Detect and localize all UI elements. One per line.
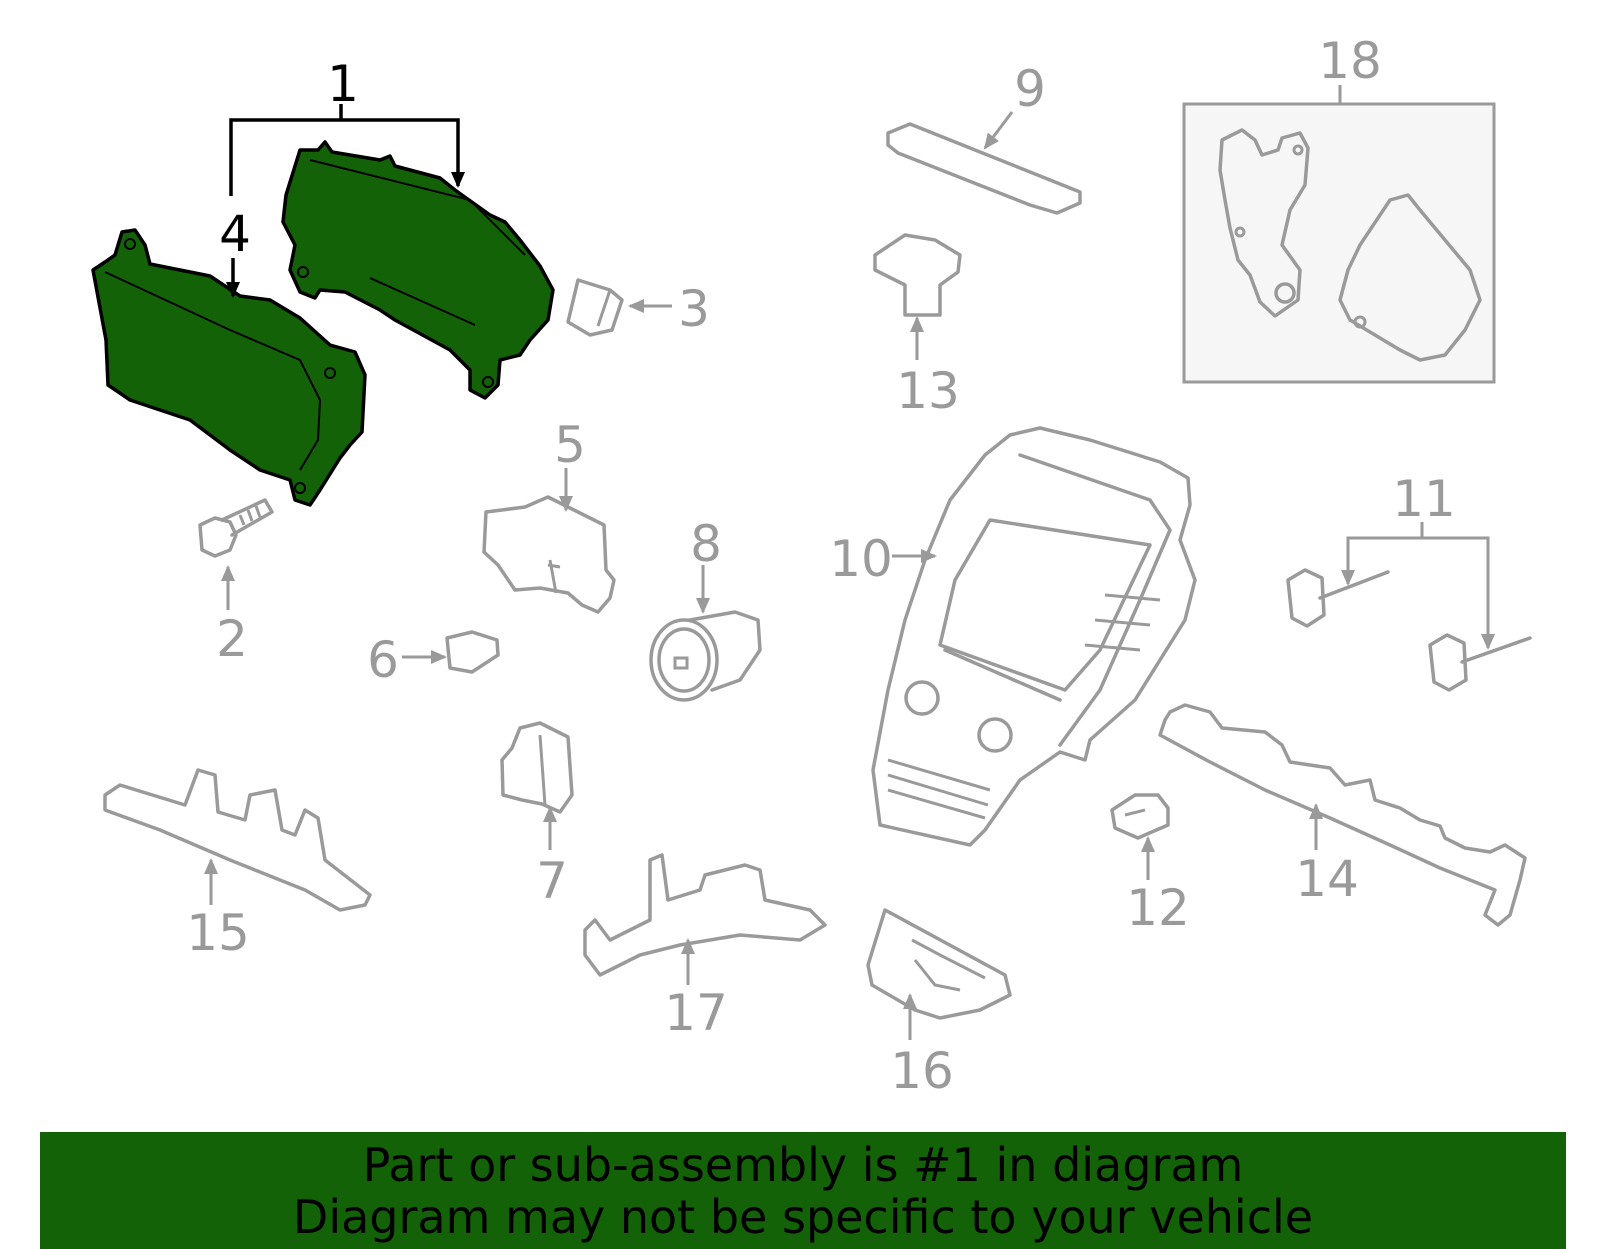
clip-part-3[interactable] (566, 278, 624, 337)
parts-diagram: 1 4 2 3 5 6 7 8 (91, 32, 1532, 1100)
callout-16: 16 (890, 1042, 954, 1100)
callout-13: 13 (896, 362, 960, 420)
clip-part-6[interactable] (445, 630, 500, 674)
callout-18: 18 (1318, 32, 1382, 90)
callout-1-leader (229, 104, 465, 196)
callout-10: 10 (829, 530, 893, 588)
switch-part-7[interactable] (500, 721, 574, 814)
callout-11: 11 (1392, 470, 1456, 528)
bracket-part-17[interactable] (583, 853, 827, 977)
callout-9-leader (983, 111, 1014, 150)
bracket-part-15[interactable] (103, 768, 372, 912)
callout-17: 17 (664, 984, 728, 1042)
switch-part-12[interactable] (1110, 793, 1170, 840)
bracket-part-14[interactable] (1158, 703, 1527, 927)
bulb-part-11a[interactable] (1286, 568, 1390, 628)
bracket-part-5[interactable] (482, 495, 616, 614)
callout-9: 9 (1014, 60, 1046, 118)
callout-11-leader (1341, 522, 1495, 650)
trim-strip-part-9[interactable] (886, 122, 1082, 215)
callout-15: 15 (186, 904, 250, 962)
callout-3: 3 (678, 280, 710, 338)
info-banner: Part or sub-assembly is #1 in diagram Di… (40, 1132, 1566, 1249)
instrument-cluster-part-1[interactable] (281, 140, 555, 400)
callout-14: 14 (1295, 850, 1359, 908)
bulb-part-11b[interactable] (1428, 633, 1532, 692)
bolt-part-2[interactable] (198, 498, 274, 558)
start-button-part-8[interactable] (649, 610, 762, 702)
tray-part-16[interactable] (866, 908, 1012, 1020)
callout-7: 7 (536, 852, 568, 910)
callout-2: 2 (216, 610, 248, 668)
callout-6: 6 (367, 631, 399, 689)
inset-part-18[interactable] (1182, 102, 1496, 384)
callout-4: 4 (219, 205, 251, 263)
callout-12: 12 (1126, 879, 1190, 937)
callout-8: 8 (690, 515, 722, 573)
center-stack-part-10[interactable] (871, 426, 1197, 847)
banner-line-2: Diagram may not be specific to your vehi… (292, 1189, 1314, 1244)
callout-5: 5 (554, 416, 586, 474)
banner-line-1: Part or sub-assembly is #1 in diagram (362, 1137, 1244, 1192)
callout-1: 1 (327, 55, 359, 113)
bracket-part-13[interactable] (873, 233, 962, 317)
